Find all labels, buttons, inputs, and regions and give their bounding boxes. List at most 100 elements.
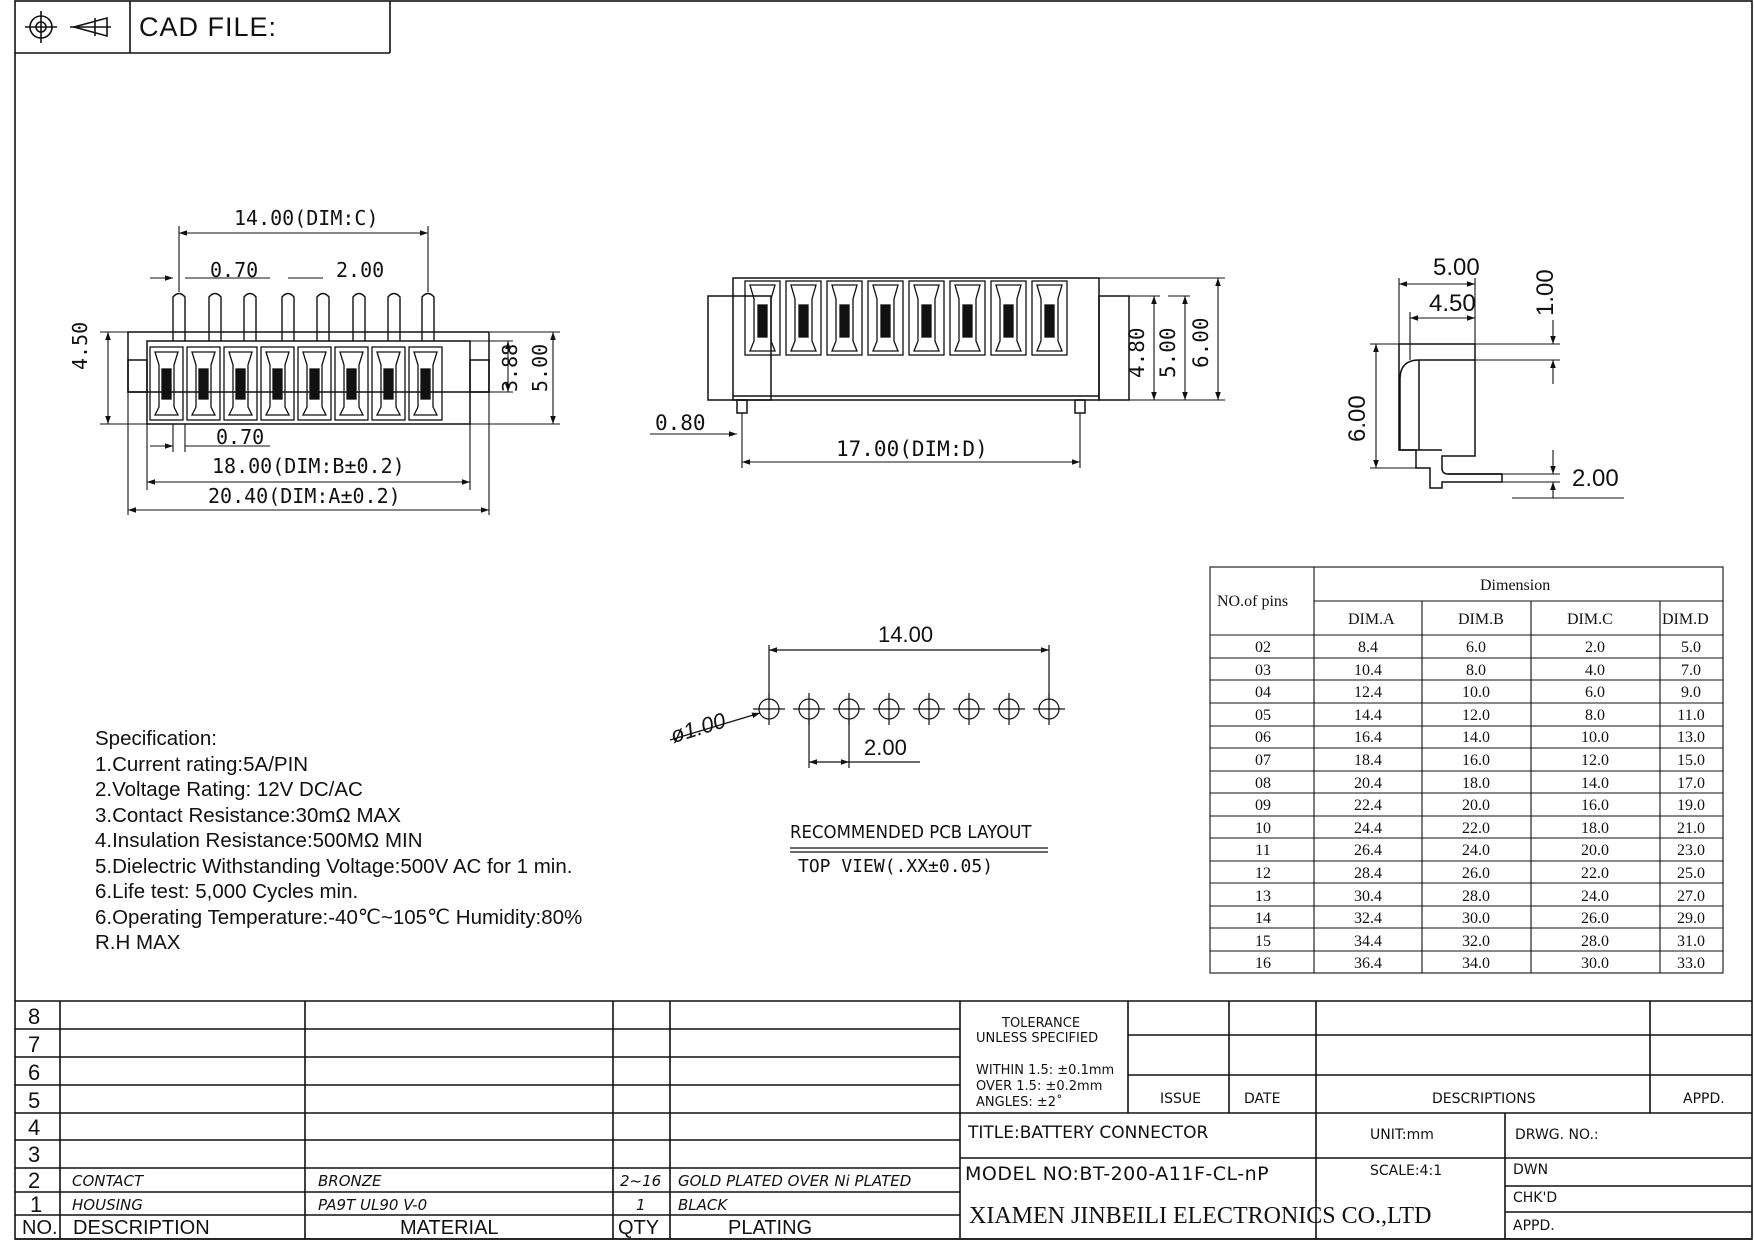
table-cell-dim: 34.4 — [1354, 932, 1382, 950]
bom-description: HOUSING — [72, 1196, 143, 1214]
table-cell-dim: 33.0 — [1677, 955, 1705, 973]
table-cell-pins: 06 — [1255, 729, 1271, 747]
table-cell-dim: 28.0 — [1581, 932, 1609, 950]
spec-line: 2.Voltage Rating: 12V DC/AC — [95, 778, 363, 801]
table-cell-dim: 34.0 — [1462, 955, 1490, 973]
table-cell-pins: 16 — [1255, 955, 1271, 973]
bom-qty: 1 — [636, 1196, 646, 1214]
drawing-number-field: DRWG. NO.: — [1515, 1127, 1599, 1143]
table-cell-pins: 10 — [1255, 819, 1271, 837]
table-cell-dim: 15.0 — [1677, 752, 1705, 769]
bom-row-number: 2 — [28, 1168, 41, 1193]
table-cell-dim: 17.0 — [1677, 774, 1705, 792]
table-cell-dim: 2.0 — [1585, 639, 1605, 656]
table-cell-pins: 03 — [1255, 661, 1271, 679]
issue-header: ISSUE — [1160, 1091, 1201, 1107]
bom-plating: GOLD PLATED OVER Ni PLATED — [678, 1172, 912, 1190]
spec-line: 3.Contact Resistance:30mΩ MAX — [95, 803, 401, 827]
table-cell-dim: 12.0 — [1462, 706, 1490, 724]
end-w2: 4.50 — [1429, 290, 1476, 317]
table-cell-dim: 6.0 — [1585, 684, 1605, 702]
table-cell-dim: 10.0 — [1581, 729, 1609, 747]
bom-material: BRONZE — [318, 1172, 382, 1190]
front-dim-a: 20.40(DIM:A±0.2) — [208, 484, 401, 508]
pcb-span: 14.00 — [878, 622, 934, 647]
table-cell-pins: 12 — [1255, 865, 1271, 882]
table-cell-dim: 8.0 — [1585, 706, 1605, 724]
front-view — [127, 292, 490, 425]
front-height-outer: 5.00 — [528, 343, 552, 392]
table-cell-pins: 07 — [1255, 752, 1271, 769]
table-cell-pins: 04 — [1255, 684, 1271, 702]
drawn-by-field: DWN — [1513, 1162, 1549, 1178]
table-cell-dim: 28.4 — [1354, 865, 1382, 882]
table-cell-dim: 21.0 — [1677, 819, 1705, 837]
bom-header-plating: PLATING — [728, 1217, 813, 1239]
spec-title: Specification: — [95, 727, 217, 750]
pcb-pitch: 2.00 — [864, 735, 907, 760]
table-cell-dim: 25.0 — [1677, 865, 1705, 882]
specification-block: Specification: 1.Current rating:5A/PIN 2… — [95, 726, 582, 956]
table-cell-dim: 24.0 — [1462, 842, 1490, 860]
side-h3: 6.00 — [1189, 317, 1213, 368]
table-col-dim-d: DIM.D — [1662, 611, 1709, 628]
side-peg: 0.80 — [655, 411, 706, 435]
table-cell-pins: 11 — [1255, 842, 1271, 860]
dimension-table-grid — [1209, 566, 1724, 974]
table-cell-dim: 14.0 — [1581, 774, 1609, 792]
bom-material: PA9T UL90 V-0 — [318, 1196, 428, 1214]
table-cell-dim: 16.0 — [1581, 797, 1609, 815]
bom-row-number: 5 — [28, 1088, 41, 1113]
table-cell-dim: 11.0 — [1677, 706, 1705, 724]
table-cell-dim: 22.4 — [1354, 797, 1382, 815]
table-cell-dim: 16.0 — [1462, 752, 1490, 769]
projection-icon — [25, 11, 111, 43]
table-header-dimension: Dimension — [1480, 577, 1551, 594]
side-h2: 5.00 — [1156, 327, 1180, 378]
spec-line: 6.Operating Temperature:-40℃~105℃ Humidi… — [95, 905, 583, 929]
side-dim-d: 17.00(DIM:D) — [836, 437, 988, 461]
table-cell-dim: 22.0 — [1581, 865, 1609, 882]
table-cell-dim: 12.0 — [1581, 752, 1609, 769]
model-number: MODEL NO:BT-200-A11F-CL-nP — [965, 1163, 1270, 1185]
spec-line: 6.Life test: 5,000 Cycles min. — [95, 880, 359, 903]
table-cell-pins: 09 — [1255, 797, 1271, 815]
table-cell-pins: 08 — [1255, 774, 1271, 792]
end-dimensions — [1370, 278, 1624, 499]
table-cell-pins: 13 — [1255, 887, 1271, 905]
front-dimensions — [100, 226, 560, 515]
table-cell-dim: 5.0 — [1681, 639, 1701, 656]
checked-by-field: CHK'D — [1513, 1190, 1558, 1206]
bom-description: CONTACT — [72, 1172, 144, 1190]
end-top: 1.00 — [1532, 269, 1559, 316]
bom-row-number: 1 — [30, 1192, 43, 1217]
pcb-title: RECOMMENDED PCB LAYOUT — [790, 822, 1032, 843]
table-cell-dim: 20.4 — [1354, 774, 1382, 792]
spec-line: 1.Current rating:5A/PIN — [95, 752, 309, 776]
table-cell-pins: 14 — [1255, 910, 1271, 928]
descriptions-header: DESCRIPTIONS — [1432, 1091, 1536, 1107]
table-cell-dim: 10.4 — [1354, 661, 1382, 679]
table-cell-dim: 27.0 — [1677, 887, 1705, 905]
table-cell-dim: 32.4 — [1354, 910, 1382, 928]
table-cell-dim: 20.0 — [1581, 842, 1609, 860]
table-cell-dim: 28.0 — [1462, 887, 1490, 905]
approved-by-field: APPD. — [1513, 1218, 1555, 1234]
end-foot: 2.00 — [1572, 465, 1619, 492]
pcb-layout — [669, 645, 1065, 853]
bom-row-number: 6 — [28, 1060, 41, 1085]
table-cell-dim: 9.0 — [1681, 684, 1701, 702]
table-cell-dim: 29.0 — [1677, 910, 1705, 928]
table-cell-dim: 14.4 — [1354, 706, 1382, 724]
bom-row-number: 7 — [28, 1032, 41, 1057]
table-cell-dim: 22.0 — [1462, 819, 1490, 837]
tolerance-angles: ANGLES: ±2˚ — [976, 1095, 1063, 1110]
spec-line: R.H MAX — [95, 931, 181, 954]
front-dim-c: 14.00(DIM:C) — [234, 206, 379, 230]
table-col-dim-c: DIM.C — [1567, 611, 1613, 628]
tolerance-title: TOLERANCE — [1002, 1016, 1081, 1031]
table-cell-dim: 20.0 — [1462, 797, 1490, 815]
title-block-grid — [15, 1000, 1752, 1240]
table-cell-dim: 24.4 — [1354, 819, 1382, 837]
